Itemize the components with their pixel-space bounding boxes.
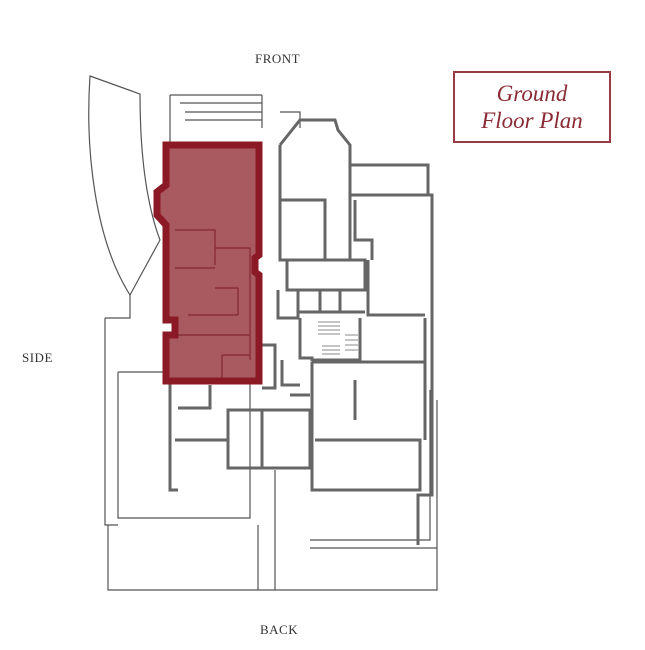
front-label: FRONT [255, 51, 301, 66]
rear-rooms [310, 362, 422, 492]
rooms-middle [276, 258, 367, 320]
front-terrace [169, 94, 301, 143]
staircase [318, 321, 358, 355]
corridor [262, 343, 300, 390]
bay-room [278, 118, 352, 262]
rear-left-rooms [168, 383, 312, 492]
back-label: BACK [260, 622, 299, 637]
highlighted-apartment[interactable] [153, 141, 263, 385]
title-line-1: Ground [496, 81, 568, 106]
back-garden [107, 470, 438, 591]
side-terrace [104, 295, 251, 526]
right-wing [350, 163, 434, 545]
side-annex [88, 75, 161, 297]
building-outline [88, 75, 438, 591]
title-line-2: Floor Plan [481, 108, 583, 133]
back-terrace [310, 390, 438, 549]
side-label: SIDE [22, 350, 53, 365]
rooms-front [280, 198, 425, 317]
stair-hall [298, 318, 427, 440]
plan-title-box: Ground Floor Plan [453, 71, 611, 143]
apartment-interior-walls [175, 229, 251, 378]
interior-walls [168, 118, 434, 545]
